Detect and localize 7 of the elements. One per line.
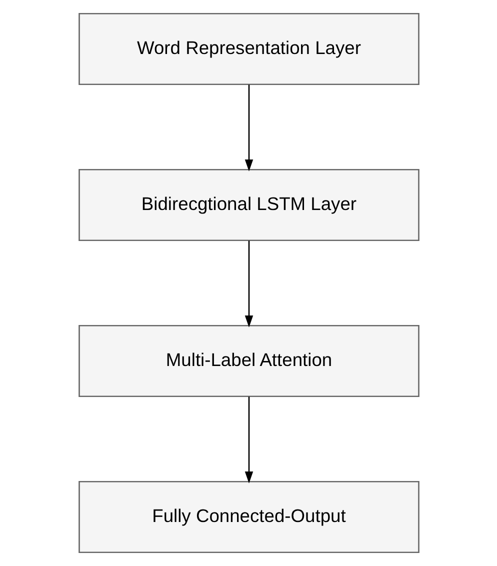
arrow xyxy=(244,240,253,328)
node-box: Multi-Label Attention xyxy=(78,324,419,398)
arrow xyxy=(244,84,253,172)
arrow xyxy=(244,396,253,484)
node-box: Fully Connected-Output xyxy=(78,480,419,554)
node-box: Word Representation Layer xyxy=(78,12,419,86)
node-box: Bidirecgtional LSTM Layer xyxy=(78,168,419,242)
